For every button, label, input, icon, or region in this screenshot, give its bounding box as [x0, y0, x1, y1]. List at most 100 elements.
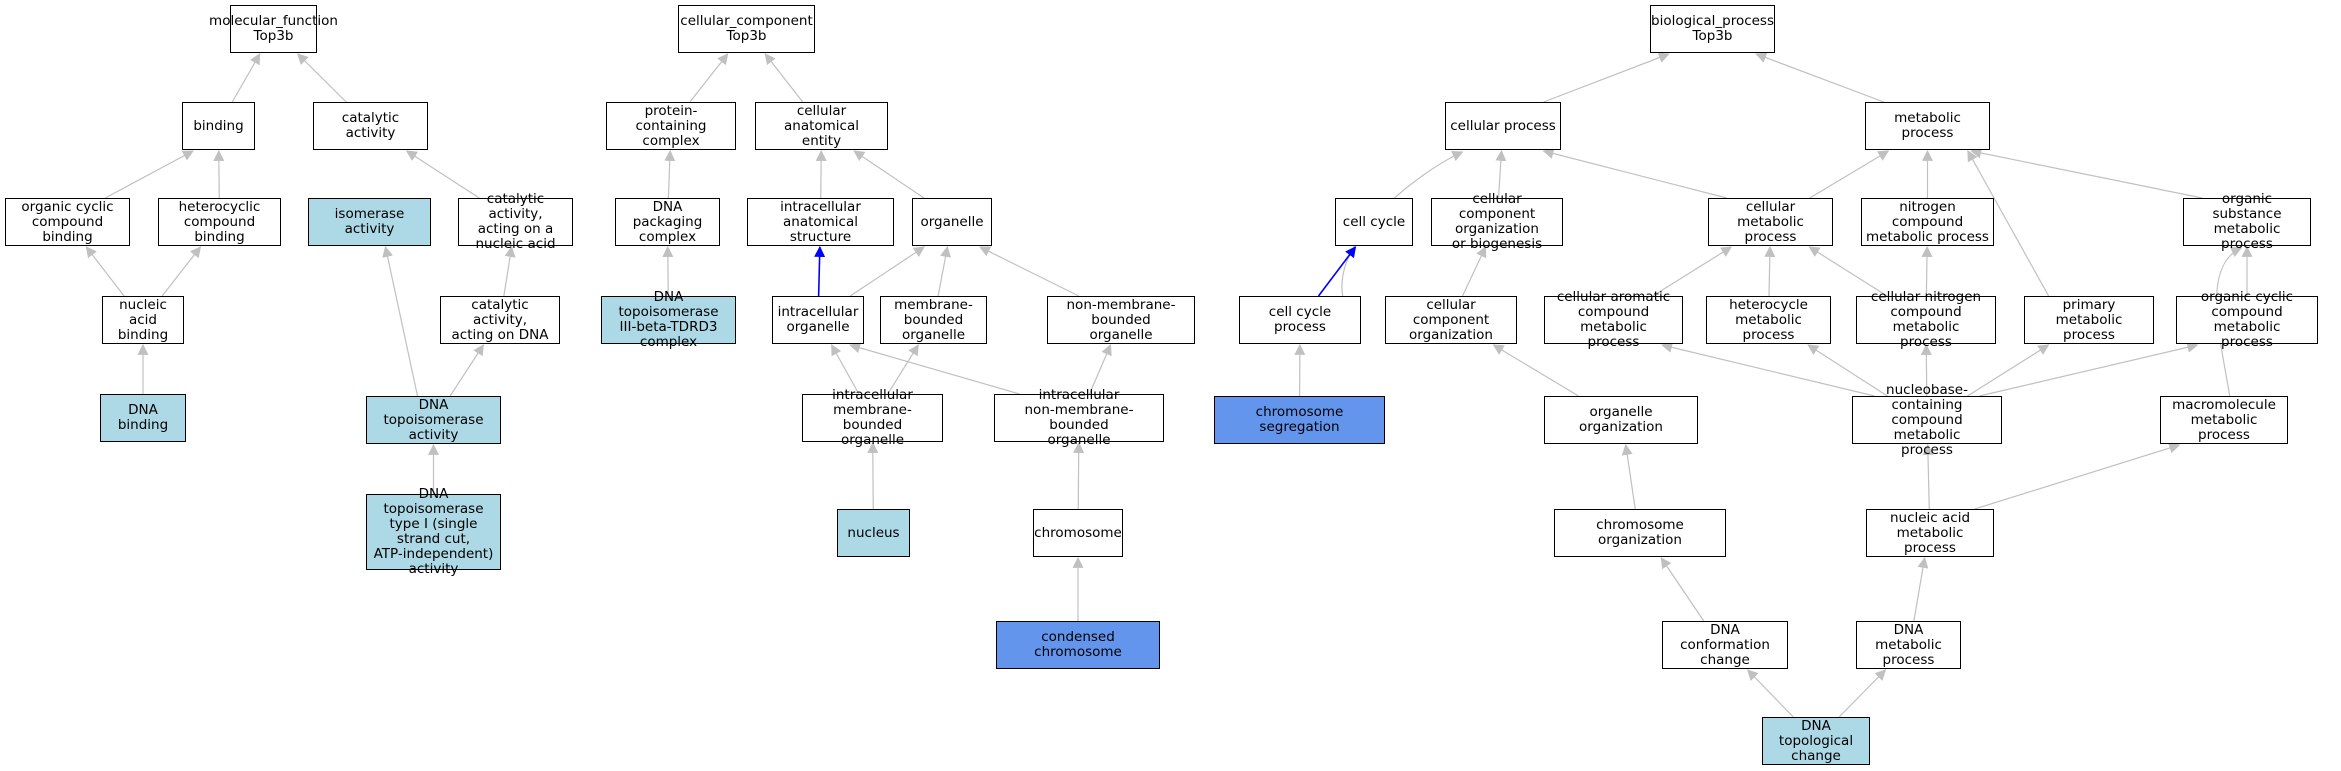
go-term-label: DNA topoisomerase III-beta-TDRD3 complex	[618, 289, 719, 350]
go-term-node-nucleus[interactable]: nucleus	[837, 509, 910, 557]
edge-cat_na-to-catalytic	[405, 150, 480, 199]
go-term-label: chromosome	[1034, 524, 1122, 541]
edge-osmp-to-mp	[1970, 147, 2203, 199]
go-term-node-organelle[interactable]: organelle	[912, 198, 992, 246]
go-term-node-nccmp[interactable]: nucleobase-containing compound metabolic…	[1852, 382, 2002, 457]
edge-inmbo-to-nmbo	[1088, 343, 1112, 395]
go-term-label: cellular anatomical entity	[783, 102, 859, 149]
go-term-label: DNA topoisomerase type I (single strand …	[373, 486, 494, 577]
go-term-node-co[interactable]: chromosome organization	[1554, 509, 1726, 557]
go-term-label: DNA binding	[117, 402, 169, 433]
go-term-label: nucleobase-containing compound metabolic…	[1886, 381, 1968, 458]
go-term-node-dcc[interactable]: DNA conformation change	[1662, 621, 1788, 669]
go-term-node-hcb[interactable]: heterocyclic compound binding	[158, 198, 281, 246]
go-term-node-mmp[interactable]: macromolecule metabolic process	[2160, 396, 2288, 444]
go-term-node-dmp[interactable]: DNA metabolic process	[1856, 621, 1961, 669]
go-term-node-io[interactable]: intracellular organelle	[772, 296, 864, 344]
go-term-node-bp[interactable]: biological_process Top3b	[1650, 5, 1775, 53]
go-term-node-imbo[interactable]: intracellular membrane-bounded organelle	[802, 388, 943, 448]
go-term-label: cellular_component Top3b	[680, 13, 813, 44]
go-term-label: organelle organization	[1579, 404, 1663, 435]
go-term-node-chromosome[interactable]: chromosome	[1033, 509, 1123, 557]
go-term-node-condensed[interactable]: condensed chromosome	[996, 621, 1160, 669]
edge-cmp-to-cp	[1542, 148, 1727, 199]
go-term-label: organic substance metabolic process	[2212, 191, 2282, 252]
go-term-node-cae[interactable]: cellular anatomical entity	[755, 102, 888, 150]
go-term-node-mp[interactable]: metabolic process	[1865, 102, 1990, 150]
edge-cae-to-cc	[764, 53, 804, 103]
go-term-node-isomerase[interactable]: isomerase activity	[308, 198, 431, 246]
edge-ocb-to-binding	[104, 150, 194, 199]
go-term-label: chromosome segregation	[1255, 404, 1344, 435]
go-term-node-oo[interactable]: organelle organization	[1544, 396, 1698, 444]
go-term-node-cacmp[interactable]: cellular aromatic compound metabolic pro…	[1544, 290, 1683, 350]
edge-imbo-to-io	[831, 344, 860, 395]
edge-dcc-to-co	[1660, 557, 1705, 622]
edge-mp-to-bp	[1755, 52, 1884, 103]
go-term-node-cc[interactable]: cellular_component Top3b	[678, 5, 815, 53]
go-term-node-chromseg[interactable]: chromosome segregation	[1214, 396, 1385, 444]
go-term-node-dnab[interactable]: DNA binding	[100, 394, 186, 442]
go-term-node-nab[interactable]: nucleic acid binding	[102, 296, 184, 344]
go-term-label: nitrogen compound metabolic process	[1866, 198, 1989, 245]
go-term-label: intracellular anatomical structure	[780, 198, 861, 245]
go-term-label: nucleus	[847, 524, 900, 541]
edge-ias-to-cae	[815, 149, 827, 199]
go-term-label: cell cycle	[1342, 213, 1406, 230]
go-term-node-occmp[interactable]: organic cyclic compound metabolic proces…	[2176, 290, 2318, 350]
go-term-label: DNA conformation change	[1680, 621, 1770, 668]
go-term-label: catalytic activity, acting on DNA	[451, 296, 549, 343]
edge-dpc-to-pcc	[664, 149, 676, 199]
edge-cp-to-bp	[1543, 52, 1670, 103]
go-term-label: metabolic process	[1894, 110, 1961, 141]
go-term-node-mbo[interactable]: membrane-bounded organelle	[880, 296, 987, 344]
go-term-node-cat_dna[interactable]: catalytic activity, acting on DNA	[440, 296, 560, 344]
go-term-node-ias[interactable]: intracellular anatomical structure	[747, 198, 894, 246]
edge-cncmp-to-cmp	[1808, 246, 1888, 297]
go-term-label: cellular aromatic compound metabolic pro…	[1556, 289, 1671, 350]
edge-cncmp-to-ncmp	[1921, 245, 1933, 297]
go-term-label: cellular process	[1450, 117, 1556, 134]
go-term-node-osmp[interactable]: organic substance metabolic process	[2183, 192, 2311, 252]
go-term-node-cncmp[interactable]: cellular nitrogen compound metabolic pro…	[1856, 290, 1996, 350]
go-term-node-inmbo[interactable]: intracellular non-membrane-bounded organ…	[994, 388, 1164, 448]
edge-cmp-to-mp	[1809, 150, 1890, 199]
edge-nccmp-to-occmp	[1979, 341, 2199, 397]
edge-imbo-to-mbo	[887, 344, 919, 395]
edge-hmp-to-cmp	[1764, 245, 1776, 297]
go-term-label: chromosome organization	[1596, 517, 1684, 548]
go-term-node-ccob[interactable]: cellular component organization or bioge…	[1431, 192, 1563, 252]
go-term-node-pcc[interactable]: protein-containing complex	[606, 102, 736, 150]
edge-nccmp-to-pmp	[1967, 344, 2050, 397]
go-term-node-namp[interactable]: nucleic acid metabolic process	[1866, 509, 1994, 557]
go-term-label: catalytic activity	[341, 110, 400, 141]
go-term-node-topo1[interactable]: DNA topoisomerase type I (single strand …	[366, 487, 501, 577]
go-term-node-cat_na[interactable]: catalytic activity, acting on a nucleic …	[458, 192, 573, 252]
go-term-label: cellular component organization	[1409, 296, 1493, 343]
go-term-label: condensed chromosome	[1034, 629, 1122, 660]
go-term-node-nmbo[interactable]: non-membrane-bounded organelle	[1047, 296, 1195, 344]
go-term-node-binding[interactable]: binding	[182, 102, 255, 150]
go-term-node-mf[interactable]: molecular_function Top3b	[209, 5, 338, 53]
go-term-node-cp[interactable]: cellular process	[1445, 102, 1561, 150]
go-term-node-cmp[interactable]: cellular metabolic process	[1708, 198, 1833, 246]
go-term-node-hmp[interactable]: heterocycle metabolic process	[1706, 296, 1831, 344]
go-term-label: isomerase activity	[334, 206, 405, 237]
go-term-node-cco[interactable]: cellular component organization	[1385, 296, 1517, 344]
go-term-node-topo3[interactable]: DNA topoisomerase III-beta-TDRD3 complex	[601, 290, 736, 350]
go-term-node-pmp[interactable]: primary metabolic process	[2024, 296, 2154, 344]
edge-nccmp-to-hmp	[1807, 344, 1888, 397]
go-term-node-dtc[interactable]: DNA topological change	[1762, 717, 1870, 765]
go-term-node-ncmp[interactable]: nitrogen compound metabolic process	[1861, 198, 1994, 246]
go-term-node-topo[interactable]: DNA topoisomerase activity	[366, 396, 501, 444]
go-term-label: DNA packaging complex	[632, 198, 703, 245]
go-term-label: heterocyclic compound binding	[178, 198, 261, 245]
edge-mbo-to-organelle	[937, 245, 951, 297]
go-term-node-catalytic[interactable]: catalytic activity	[313, 102, 428, 150]
go-term-label: cellular nitrogen compound metabolic pro…	[1870, 289, 1982, 350]
go-term-node-ocb[interactable]: organic cyclic compound binding	[5, 198, 130, 246]
go-term-node-ccp[interactable]: cell cycle process	[1239, 296, 1361, 344]
go-term-node-cellcycle[interactable]: cell cycle	[1335, 198, 1413, 246]
go-term-node-dpc[interactable]: DNA packaging complex	[615, 198, 720, 246]
go-term-label: organic cyclic compound metabolic proces…	[2200, 289, 2294, 350]
